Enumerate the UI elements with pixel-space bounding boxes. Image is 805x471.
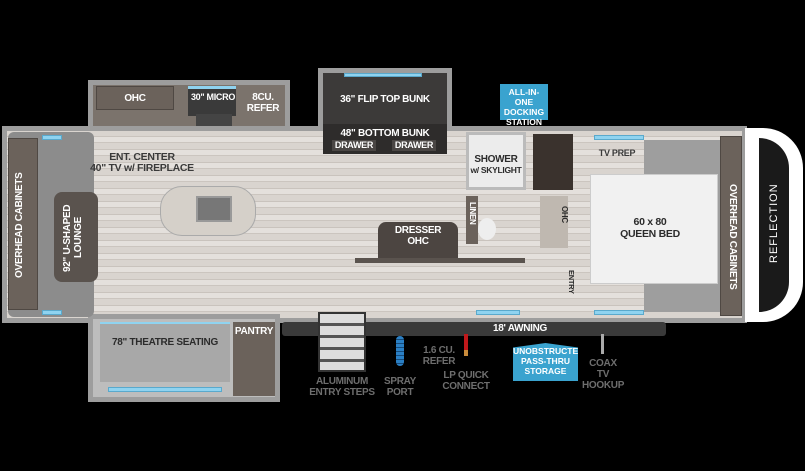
bath-ohc-label: OHC	[560, 206, 569, 223]
pantry-label: PANTRY	[234, 326, 274, 337]
dresser	[378, 222, 458, 258]
dresser-ohc-label: OHC	[407, 236, 429, 247]
coax-1: COAX TV	[589, 358, 617, 380]
steps-2: ENTRY STEPS	[309, 387, 375, 398]
overhead-cabinets-left	[8, 138, 38, 310]
refer-label: 8CU. REFER	[240, 92, 286, 114]
overhead-cabinets-right	[720, 136, 742, 316]
refer-text: 8CU. REFER	[246, 92, 280, 114]
window-main-bottom	[476, 310, 520, 315]
bath-vanity	[540, 196, 568, 248]
kitchen-ohc-label: OHC	[124, 93, 146, 104]
ent-center-1: ENT. CENTER	[109, 151, 175, 163]
awning-label: 18' AWNING	[492, 323, 548, 334]
lp-1: LP QUICK	[443, 370, 489, 381]
kitchen-ohc-cabinet	[96, 86, 174, 110]
brand-logo: REFLECTION	[768, 183, 780, 263]
storage-3: STORAGE	[524, 366, 567, 376]
window-left-bottom	[42, 310, 62, 315]
coax-2: HOOKUP	[582, 380, 625, 391]
refer-exterior-label: 1.6 CU.REFER	[420, 345, 458, 367]
door-step-divider	[355, 258, 525, 263]
refer-ext-1: 1.6 CU.	[423, 345, 455, 356]
lp-connect-icon	[464, 334, 468, 356]
flip-top-bunk-label: 36" FLIP TOP BUNK	[340, 94, 430, 105]
micro-label: 30" MICRO	[190, 92, 236, 102]
shower-label-2: w/ SKYLIGHT	[470, 165, 522, 175]
storage-2: PASS-THRU	[521, 356, 570, 366]
tv-prep-label: TV PREP	[598, 148, 636, 158]
linen-label: LINEN	[468, 202, 477, 225]
spray-port-icon	[396, 336, 404, 366]
steps-1: ALUMINUM	[315, 376, 369, 387]
bed-size: 60 x 80	[633, 216, 667, 228]
ent-center-2: 40" TV w/ FIREPLACE	[90, 162, 194, 174]
storage-1: UNOBSTRUCTED	[513, 346, 585, 356]
entry-label: ENTRY	[567, 270, 576, 294]
refer-ext-2: REFER	[422, 356, 456, 367]
theatre-window	[108, 387, 222, 392]
dresser-label-1: DRESSER	[394, 225, 442, 236]
window-left-top	[42, 135, 62, 140]
bottom-bunk-label: 48" BOTTOM BUNK	[340, 128, 430, 139]
lounge-table	[54, 192, 98, 282]
pantry	[233, 322, 275, 396]
window-bed-bottom	[594, 310, 644, 315]
shower	[466, 132, 526, 190]
toilet	[478, 218, 496, 240]
bunk-window	[344, 73, 422, 77]
docking-1: ALL-IN-ONE	[508, 87, 540, 107]
coax-icon	[601, 334, 604, 354]
docking-2: DOCKING	[503, 107, 545, 117]
bed-type: QUEEN BED	[620, 228, 680, 240]
entry-steps	[318, 312, 366, 372]
docking-3: STATION	[505, 117, 543, 127]
front-cap-stripe	[759, 138, 789, 312]
lounge-label-2: LOUNGE	[73, 217, 84, 259]
theatre-seating-label: 78" THEATRE SEATING	[112, 337, 218, 348]
lp-2: CONNECT	[442, 381, 490, 392]
overhead-cabinets-right-label: OVERHEAD CABINETS	[727, 184, 738, 290]
front-cap	[745, 128, 803, 322]
microwave	[188, 86, 236, 116]
docking-closet	[533, 134, 573, 190]
theatre-seating	[100, 322, 230, 382]
sink-icon	[196, 196, 232, 222]
drawer-right-label: DRAWER	[392, 140, 436, 151]
linen-cabinet	[466, 196, 478, 244]
awning-bar	[282, 322, 666, 336]
queen-bed	[590, 174, 718, 284]
drawer-left-label: DRAWER	[332, 140, 376, 151]
overhead-cabinets-left-label: OVERHEAD CABINETS	[14, 172, 25, 278]
lounge-label-1: 92" U-SHAPED	[62, 204, 73, 272]
spray-1: SPRAY	[383, 376, 417, 387]
window-bed-top	[594, 135, 644, 140]
spray-2: PORT	[386, 387, 414, 398]
shower-label-1: SHOWER	[474, 154, 518, 165]
